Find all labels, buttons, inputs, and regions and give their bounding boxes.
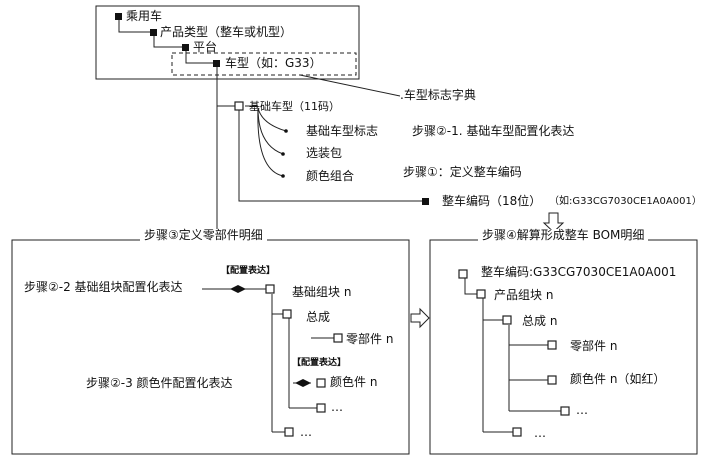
basic-block-label: 基础组块 n [292,285,352,299]
basic-model-item-1: 基础车型标志 [306,124,379,138]
product-block-label: 产品组块 n [494,288,554,302]
basic-model-title: 基础车型（11码） [249,100,340,113]
model-label: 车型（如：G33） [225,56,322,70]
diamond-color-part [295,379,311,387]
config-tag-1: 【配置表达】 [221,266,276,276]
left-panel [11,239,410,455]
curve-item-2 [257,107,284,155]
product-type-label: 产品类型（整车或机型） [160,25,293,39]
basic-model-item-2: 选装包 [306,146,343,160]
right-part-label: 零部件 n [570,339,618,353]
left-ellipsis-2: … [300,425,312,439]
curve-item-1 [257,107,287,132]
model-dashed-box [171,52,357,76]
connector-platform-model [185,50,213,64]
left-part-label: 零部件 n [346,332,394,346]
vehicle-code-label: 整车编码（18位） [442,194,542,208]
curve-item-3 [257,107,284,177]
step-2-3-label: 步骤②-3 颜色件配置化表达 [86,376,233,390]
config-tag-2: 【配置表达】 [292,358,347,368]
step-1-label: 步骤①：定义整车编码 [403,165,522,179]
basic-model-item-3: 颜色组合 [306,169,355,183]
left-color-part-label: 颜色件 n [330,375,378,389]
right-code-label: 整车编码:G33CG7030CE1A0A001 [481,265,677,279]
left-assembly-label: 总成 [306,310,331,324]
diamond-basic-block [230,285,246,293]
step-2-2-label: 步骤②-2 基础组块配置化表达 [24,280,183,294]
step-3-title: 步骤③定义零部件明细 [140,229,267,241]
step-2-1-label: 步骤②-1. 基础车型配置化表达 [412,124,575,138]
connector-product-platform [153,34,182,48]
vehicle-code-example: （如:G33CG7030CE1A0A001） [549,196,702,207]
step-4-title: 步骤④解算形成整车 BOM明细 [478,229,649,241]
connector-model-dict [299,74,401,97]
right-assembly-label: 总成 n [522,314,558,328]
right-ellipsis-1: … [576,403,588,417]
connector-vehicle-code [238,110,422,202]
hierarchy-box [95,5,360,80]
model-dict-label: .车型标志字典 [400,88,476,102]
arrow-down-to-bom [542,212,565,233]
connector-vehicle-product [118,17,150,33]
left-ellipsis-1: … [331,400,343,414]
right-color-part-label: 颜色件 n（如红） [570,372,666,386]
arrow-between-panels [410,307,430,329]
vehicle-label: 乘用车 [126,9,163,23]
platform-label: 平台 [193,40,218,54]
right-ellipsis-2: … [534,426,546,440]
